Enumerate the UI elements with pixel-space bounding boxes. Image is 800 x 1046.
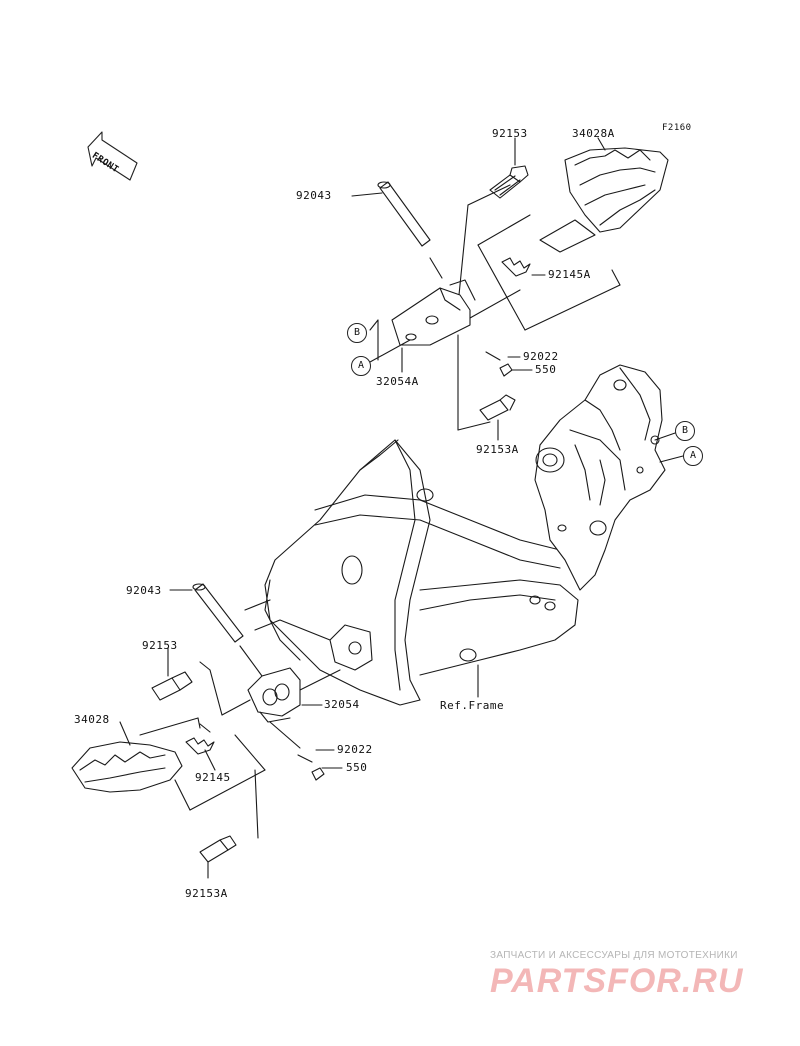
label-550-top: 550 bbox=[535, 363, 557, 376]
label-92145A: 92145A bbox=[548, 268, 591, 281]
label-32054: 32054 bbox=[324, 698, 360, 711]
figure-id: F2160 bbox=[662, 123, 692, 133]
label-92153A-bottom: 92153A bbox=[185, 887, 228, 900]
lower-footpeg-assembly bbox=[71, 583, 341, 879]
label-34028A: 34028A bbox=[572, 127, 615, 140]
front-arrow-icon bbox=[87, 131, 138, 181]
label-34028: 34028 bbox=[74, 713, 110, 726]
label-92153-bottom: 92153 bbox=[142, 639, 178, 652]
watermark-logo: PARTSFOR.RU bbox=[490, 962, 744, 1000]
label-32054A: 32054A bbox=[376, 375, 419, 388]
label-92022-top: 92022 bbox=[523, 350, 559, 363]
callout-a-left: A bbox=[351, 356, 371, 376]
frame-drawing bbox=[244, 364, 666, 706]
label-92043-top: 92043 bbox=[296, 189, 332, 202]
label-92153A-top: 92153A bbox=[476, 443, 519, 456]
callout-b-right: B bbox=[675, 421, 695, 441]
label-ref-frame: Ref.Frame bbox=[440, 699, 505, 712]
callout-a-right: A bbox=[683, 446, 703, 466]
leader-b-right bbox=[654, 431, 679, 441]
label-92022-bottom: 92022 bbox=[337, 743, 373, 756]
upper-footpeg-assembly bbox=[369, 147, 669, 431]
label-92145: 92145 bbox=[195, 771, 231, 784]
label-92153-top: 92153 bbox=[492, 127, 528, 140]
watermark-caption: ЗАПЧАСТИ И АКСЕССУАРЫ ДЛЯ МОТОТЕХНИКИ bbox=[490, 950, 738, 961]
callout-b-left: B bbox=[347, 323, 367, 343]
label-550-bottom: 550 bbox=[346, 761, 368, 774]
leader-a-right bbox=[659, 455, 684, 463]
label-92043-bottom: 92043 bbox=[126, 584, 162, 597]
